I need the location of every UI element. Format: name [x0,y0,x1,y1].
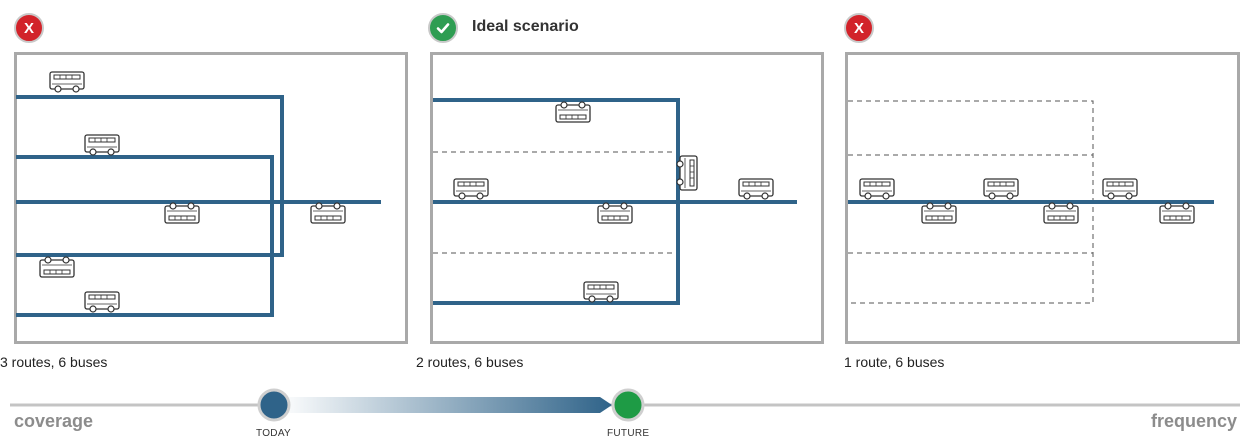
ideal-scenario-title: Ideal scenario [472,18,579,35]
panel-2-coverage-lines [433,151,677,254]
coverage-label: coverage [14,411,94,431]
check-icon [436,23,450,34]
panel-2-frame [430,52,824,344]
status-badge-panel-1: X [14,13,44,43]
future-marker [611,388,645,422]
x-icon: X [853,19,864,37]
today-marker [257,388,291,422]
today-label: TODAY [256,428,292,439]
panel-1-caption: 3 routes, 6 buses [0,354,108,370]
panel-1-routes [16,95,381,317]
panel-2-caption: 2 routes, 6 buses [416,354,524,370]
panel-2-routes [433,98,797,305]
panel-3-caption: 1 route, 6 buses [844,354,945,370]
panel-1-buses [39,71,346,313]
panel-1-frame [14,52,408,344]
today-to-future-arrow [278,397,612,413]
future-label: FUTURE [607,428,650,439]
frequency-label: frequency [1150,411,1237,431]
panel-3-frame [845,52,1240,344]
x-icon: X [23,19,34,37]
status-badge-panel-3: X [844,13,874,43]
status-badge-panel-2 [428,13,458,43]
